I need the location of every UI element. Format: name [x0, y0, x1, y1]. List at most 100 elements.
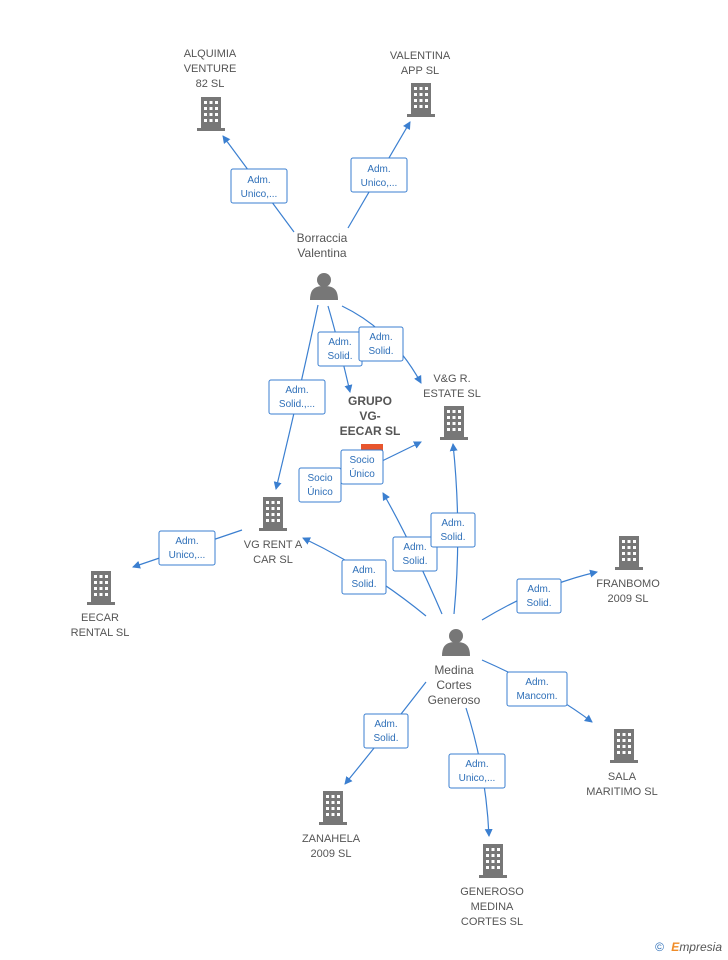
building-icon	[479, 844, 507, 878]
person-label: Medina	[434, 663, 474, 677]
company-label: EECAR	[81, 612, 119, 624]
company-node-sala-maritimo[interactable]: SALA MARITIMO SL	[586, 729, 658, 798]
company-label: MEDINA	[471, 901, 514, 913]
building-icon	[259, 497, 287, 531]
building-icon	[440, 406, 468, 440]
person-icon	[442, 629, 470, 656]
svg-text:Solid.: Solid.	[327, 351, 352, 362]
svg-text:Adm.: Adm.	[374, 719, 397, 730]
person-label: Valentina	[297, 246, 346, 260]
company-label: 2009 SL	[311, 848, 352, 860]
company-label: CORTES SL	[461, 916, 523, 928]
svg-text:Solid.: Solid.	[373, 733, 398, 744]
svg-text:Único: Único	[307, 485, 333, 498]
svg-text:Adm.: Adm.	[175, 536, 198, 547]
role-label-box[interactable]: Adm. Solid.	[341, 559, 387, 595]
company-label: VALENTINA	[390, 50, 451, 62]
company-label: EECAR SL	[340, 424, 401, 438]
company-node-vg-rent[interactable]: VG RENT A CAR SL	[244, 497, 303, 566]
company-node-franbomo[interactable]: FRANBOMO 2009 SL	[596, 536, 660, 605]
svg-text:Adm.: Adm.	[525, 677, 548, 688]
company-label: APP SL	[401, 65, 439, 77]
company-node-generoso-medina[interactable]: GENEROSO MEDINA CORTES SL	[460, 844, 524, 928]
svg-text:Solid.: Solid.	[402, 556, 427, 567]
building-icon	[407, 83, 435, 117]
role-label-box[interactable]: Adm. Unico,...	[158, 530, 216, 566]
role-label-box[interactable]: Adm. Solid.	[358, 326, 404, 362]
company-label: ESTATE SL	[423, 388, 481, 400]
svg-text:Unico,...: Unico,...	[169, 550, 206, 561]
role-label-box[interactable]: Adm. Solid.	[392, 536, 438, 572]
role-label-box[interactable]: Adm. Solid.	[516, 578, 562, 614]
svg-text:Adm.: Adm.	[367, 164, 390, 175]
svg-text:Adm.: Adm.	[247, 175, 270, 186]
svg-text:Unico,...: Unico,...	[459, 773, 496, 784]
building-icon	[87, 571, 115, 605]
role-label-box[interactable]: Socio Único	[340, 449, 384, 485]
svg-text:Solid.: Solid.	[526, 598, 551, 609]
copyright-icon: ©	[655, 940, 664, 954]
person-label: Generoso	[428, 693, 481, 707]
svg-text:Adm.: Adm.	[352, 565, 375, 576]
svg-text:Unico,...: Unico,...	[361, 178, 398, 189]
role-label-box[interactable]: Socio Único	[298, 467, 342, 503]
svg-text:Solid.: Solid.	[351, 579, 376, 590]
company-label: CAR SL	[253, 554, 293, 566]
person-icon	[310, 273, 338, 300]
company-node-valentina-app[interactable]: VALENTINA APP SL	[390, 50, 451, 117]
company-node-eecar-rental[interactable]: EECAR RENTAL SL	[71, 571, 130, 639]
svg-text:Solid.: Solid.	[440, 532, 465, 543]
company-label: GENEROSO	[460, 886, 524, 898]
brand-logo-letter: E	[671, 940, 680, 954]
svg-text:Unico,...: Unico,...	[241, 189, 278, 200]
company-label: VG-	[359, 409, 380, 423]
svg-text:Socio: Socio	[349, 455, 374, 466]
person-label: Cortes	[436, 678, 471, 692]
role-label-box[interactable]: Adm. Mancom.	[506, 671, 568, 707]
role-label-box[interactable]: Adm. Unico,...	[448, 753, 506, 789]
company-node-zanahela[interactable]: ZANAHELA 2009 SL	[302, 791, 361, 860]
company-label: 82 SL	[196, 78, 225, 90]
company-node-vg-estate[interactable]: V&G R. ESTATE SL	[423, 373, 481, 440]
svg-text:Mancom.: Mancom.	[516, 691, 557, 702]
role-label-box[interactable]: Adm. Unico,...	[230, 168, 288, 204]
role-label-box[interactable]: Adm. Solid.	[430, 512, 476, 548]
svg-text:Adm.: Adm.	[369, 332, 392, 343]
svg-text:Socio: Socio	[307, 473, 332, 484]
person-node-medina[interactable]: Medina Cortes Generoso	[428, 629, 481, 707]
company-label: FRANBOMO	[596, 578, 660, 590]
role-label-box[interactable]: Adm. Solid.	[363, 713, 409, 749]
company-label: ZANAHELA	[302, 833, 361, 845]
company-label: V&G R.	[433, 373, 470, 385]
building-icon	[610, 729, 638, 763]
role-label-box[interactable]: Adm. Solid.,...	[268, 379, 326, 415]
building-icon	[319, 791, 347, 825]
company-label: GRUPO	[348, 394, 392, 408]
svg-text:Solid.,...: Solid.,...	[279, 399, 315, 410]
person-label: Borraccia	[297, 231, 348, 245]
company-label: VG RENT A	[244, 539, 303, 551]
building-icon	[197, 97, 225, 131]
building-icon	[615, 536, 643, 570]
footer-brand: © Empresia	[655, 940, 722, 954]
svg-text:Adm.: Adm.	[328, 337, 351, 348]
company-label: RENTAL SL	[71, 627, 130, 639]
company-label: ALQUIMIA	[184, 48, 237, 60]
svg-text:Solid.: Solid.	[368, 346, 393, 357]
company-label: VENTURE	[184, 63, 237, 75]
role-label-box[interactable]: Adm. Unico,...	[350, 157, 408, 193]
company-label: MARITIMO SL	[586, 786, 658, 798]
role-label-box[interactable]: Adm. Solid.	[317, 331, 363, 367]
svg-text:Adm.: Adm.	[285, 385, 308, 396]
company-node-alquimia[interactable]: ALQUIMIA VENTURE 82 SL	[184, 48, 237, 131]
person-node-borraccia[interactable]: Borraccia Valentina	[297, 231, 348, 300]
svg-text:Adm.: Adm.	[441, 518, 464, 529]
company-label: 2009 SL	[608, 593, 649, 605]
edge-grupo-vgestate	[379, 441, 422, 463]
svg-text:Adm.: Adm.	[527, 584, 550, 595]
brand-logo-text: mpresia	[679, 940, 722, 954]
company-label: SALA	[608, 771, 637, 783]
svg-text:Adm.: Adm.	[465, 759, 488, 770]
svg-text:Único: Único	[349, 467, 375, 480]
